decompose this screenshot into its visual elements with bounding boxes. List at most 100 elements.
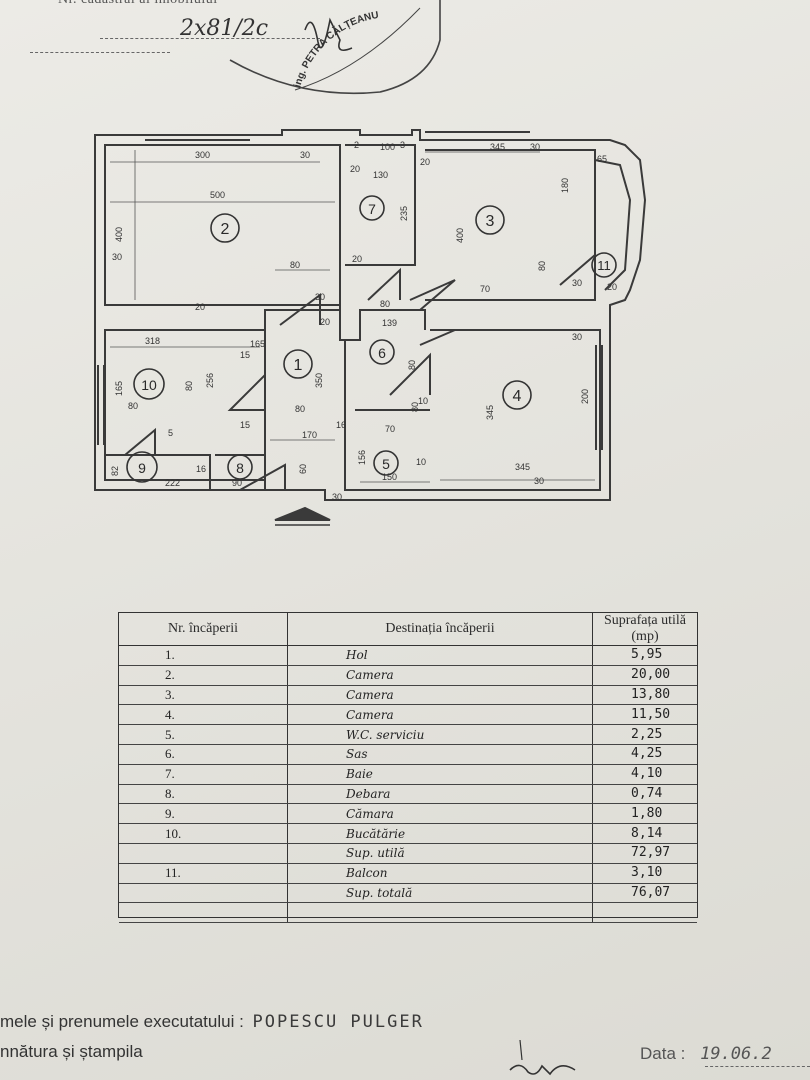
dimension-label: 65 bbox=[597, 154, 607, 164]
date-line: Data : 19.06.2 bbox=[640, 1044, 772, 1064]
cell-dest: Hol bbox=[287, 645, 593, 666]
cell-area: 3,10 bbox=[592, 863, 697, 884]
cell-nr: 4. bbox=[119, 704, 288, 726]
date-underline bbox=[705, 1066, 810, 1067]
cell-dest: Bucătărie bbox=[287, 823, 593, 844]
dimension-label: 318 bbox=[145, 336, 160, 346]
dimension-label: 30 bbox=[534, 476, 544, 486]
cadastral-number: 2x81/2c bbox=[180, 16, 269, 41]
cell-dest: Cămara bbox=[287, 803, 593, 825]
cell-dest: Sup. totală bbox=[287, 883, 593, 904]
cell-area bbox=[592, 902, 697, 924]
col-header-usable-area: Suprafața utilă (mp) bbox=[592, 613, 697, 646]
cell-area: 8,14 bbox=[592, 823, 697, 844]
dimension-label: 60 bbox=[298, 464, 308, 474]
room-number-4: 4 bbox=[513, 388, 522, 405]
room-markers bbox=[126, 195, 617, 483]
dimension-label: 256 bbox=[205, 373, 215, 388]
dimension-label: 80 bbox=[290, 260, 300, 270]
executor-name-value: POPESCU PULGER bbox=[252, 1012, 424, 1032]
room-number-2: 2 bbox=[221, 221, 230, 238]
dimension-label: 70 bbox=[480, 284, 490, 294]
cell-dest: Balcon bbox=[287, 863, 593, 884]
dimension-label: 165 bbox=[114, 381, 124, 396]
dimension-label: 20 bbox=[352, 254, 362, 264]
cell-area: 1,80 bbox=[592, 803, 697, 825]
svg-text:ing. PETRA CĂLȚEANU: ing. PETRA CĂLȚEANU bbox=[292, 10, 379, 89]
cell-area: 11,50 bbox=[592, 704, 697, 726]
dimension-label: 300 bbox=[195, 150, 210, 160]
cell-nr: 7. bbox=[119, 764, 288, 785]
executor-name-line: mele și prenumele executatului : POPESCU… bbox=[0, 1012, 424, 1032]
dimension-label: 100 bbox=[380, 142, 395, 152]
cell-area: 76,07 bbox=[592, 883, 697, 904]
dimension-label: 10 bbox=[416, 457, 426, 467]
cadastral-label: Nr. cadastral al imobilului bbox=[58, 0, 218, 8]
dimension-label: 350 bbox=[314, 373, 324, 388]
rooms-table: Nr. încăperii Destinația încăperii Supra… bbox=[119, 613, 697, 924]
signature-label: nnătura și ștampila bbox=[0, 1042, 143, 1061]
dimension-label: 20 bbox=[350, 164, 360, 174]
rooms-table-frame: Nr. încăperii Destinația încăperii Supra… bbox=[118, 612, 698, 924]
dimension-label: 30 bbox=[332, 492, 342, 502]
dimension-label: 15 bbox=[240, 420, 250, 430]
col-header-room-number: Nr. încăperii bbox=[119, 613, 288, 646]
dimension-label: 30 bbox=[112, 252, 122, 262]
cell-nr bbox=[119, 883, 288, 904]
cell-dest bbox=[287, 902, 593, 924]
dimension-label: 80 bbox=[380, 299, 390, 309]
cell-nr: 10. bbox=[119, 823, 288, 844]
dimension-label: 5 bbox=[168, 428, 173, 438]
table-header-row: Nr. încăperii Destinația încăperii Supra… bbox=[119, 613, 697, 646]
dimension-label: 82 bbox=[110, 466, 120, 476]
room-number-8: 8 bbox=[236, 460, 244, 476]
dimension-label: 156 bbox=[357, 450, 367, 465]
cell-dest: Debara bbox=[287, 784, 593, 805]
cell-dest: Sup. utilă bbox=[287, 843, 593, 864]
col-header-room-purpose: Destinația încăperii bbox=[287, 613, 593, 646]
dimension-label: 70 bbox=[385, 424, 395, 434]
header-underline-left bbox=[30, 52, 170, 53]
walls bbox=[94, 129, 647, 526]
cell-nr bbox=[119, 843, 288, 864]
dimension-label: 15 bbox=[240, 350, 250, 360]
dimension-label: 345 bbox=[485, 405, 495, 420]
cell-area: 72,97 bbox=[592, 843, 697, 864]
room-number-7: 7 bbox=[368, 201, 376, 217]
dimension-label: 20 bbox=[420, 157, 430, 167]
dimension-label: 222 bbox=[165, 478, 180, 488]
dimension-label: 30 bbox=[315, 292, 325, 302]
room-number-11: 11 bbox=[597, 258, 611, 273]
cell-nr: 5. bbox=[119, 724, 288, 745]
dimension-label: 235 bbox=[399, 206, 409, 221]
cell-nr: 1. bbox=[119, 645, 288, 666]
cell-area: 4,25 bbox=[592, 744, 697, 765]
dimension-label: 80 bbox=[407, 360, 417, 370]
dimension-labels: 300 30 100 345 30 65 500 400 30 2 3 130 … bbox=[110, 140, 617, 502]
cell-dest: Sas bbox=[287, 744, 593, 765]
cell-nr: 8. bbox=[119, 784, 288, 805]
table-row bbox=[119, 902, 697, 924]
cell-dest: W.C. serviciu bbox=[287, 724, 593, 745]
dimension-label: 200 bbox=[580, 389, 590, 404]
cell-area: 5,95 bbox=[592, 645, 697, 666]
room-number-6: 6 bbox=[378, 345, 386, 361]
date-value: 19.06.2 bbox=[700, 1044, 772, 1064]
dimension-label: 16 bbox=[336, 420, 346, 430]
cell-area: 4,10 bbox=[592, 764, 697, 785]
signature-scribble bbox=[509, 1039, 576, 1076]
cell-nr: 2. bbox=[119, 665, 288, 686]
dimension-label: 130 bbox=[373, 170, 388, 180]
